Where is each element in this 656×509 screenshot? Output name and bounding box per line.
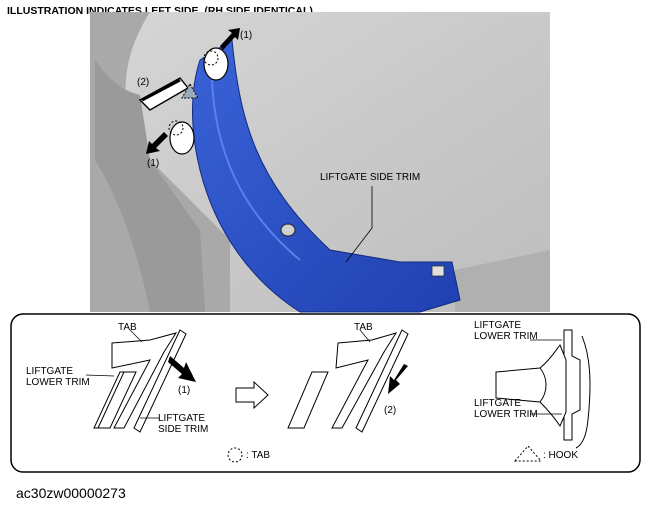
clip-lower	[168, 120, 195, 155]
label-step2-detail: (2)	[384, 405, 397, 416]
label-step1-detail: (1)	[178, 385, 191, 396]
label-step1-lower: (1)	[147, 158, 160, 169]
clip-upper	[203, 47, 229, 81]
detail-step2	[287, 329, 409, 433]
arrow-step1-lower	[146, 132, 168, 154]
legend-hook-symbol	[513, 445, 543, 462]
cross-section	[495, 329, 591, 449]
frame-shadow	[95, 60, 205, 312]
label-step2: (2)	[137, 77, 150, 88]
arrow-detail1	[168, 356, 196, 382]
transition-arrow	[235, 380, 269, 410]
label-lower-trim-detail1: LIFTGATE LOWER TRIM	[26, 366, 90, 388]
label-liftgate-side-trim: LIFTGATE SIDE TRIM	[320, 172, 421, 183]
trim-hole	[280, 223, 296, 237]
detail-box	[10, 313, 641, 473]
hook-marker	[181, 82, 199, 99]
legend-tab-label: : TAB	[246, 450, 271, 461]
label-lower-trim-section-top: LIFTGATE LOWER TRIM	[474, 320, 538, 342]
figure-code: ac30zw00000273	[16, 485, 126, 501]
arrow-detail2	[388, 364, 408, 394]
legend-tab-symbol	[227, 447, 243, 463]
legend-hook-label: : HOOK	[543, 450, 579, 461]
label-tab-detail1: TAB	[118, 322, 137, 333]
detail-step1	[93, 329, 187, 433]
label-tab-detail2: TAB	[354, 322, 373, 333]
photo-region	[90, 12, 550, 313]
label-side-trim-detail1: LIFTGATE SIDE TRIM	[158, 413, 209, 435]
arrow-step1-upper	[220, 28, 240, 50]
label-lower-trim-section-bottom: LIFTGATE LOWER TRIM	[474, 398, 538, 420]
label-step1-upper: (1)	[240, 30, 253, 41]
